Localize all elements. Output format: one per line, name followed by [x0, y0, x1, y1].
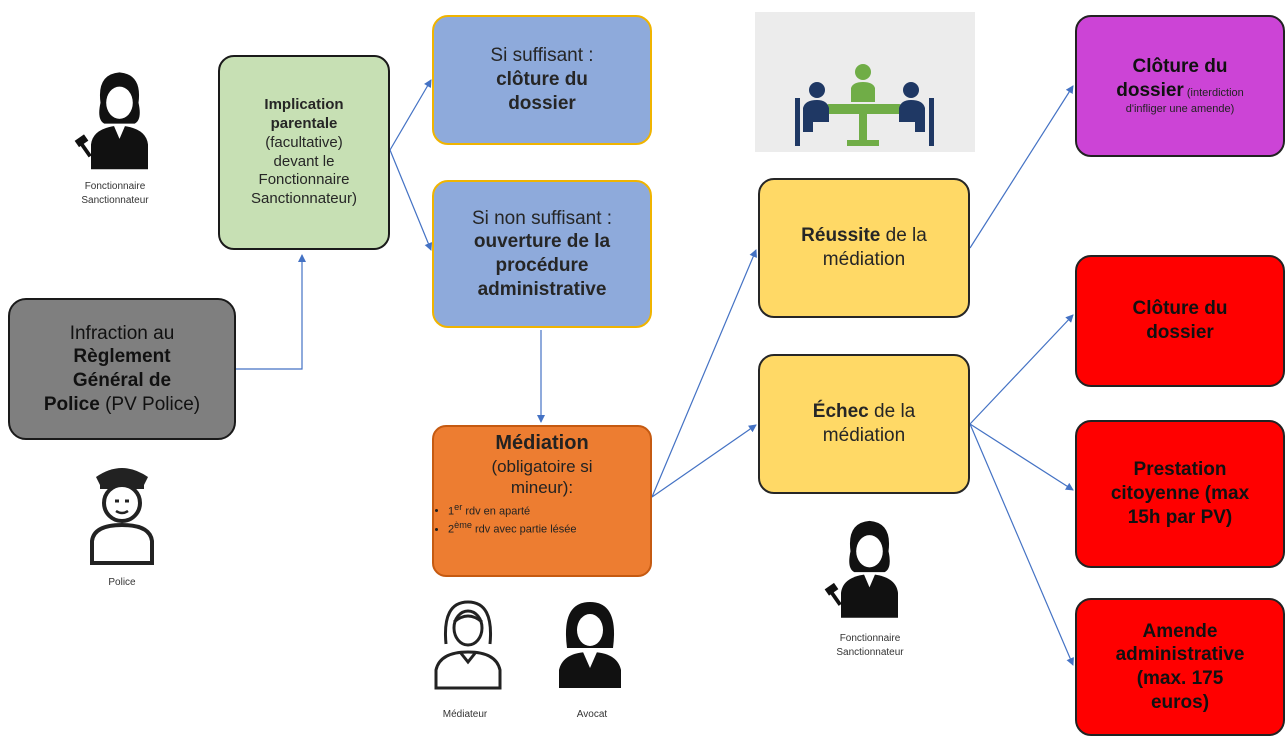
arrow-echec-to-prestation	[969, 423, 1074, 491]
infraction-box: Infraction au Règlement Général de Polic…	[8, 298, 236, 440]
cloture1-line-2-bold: dossier	[1116, 80, 1184, 102]
cloture1-line-3-small: d'infliger une amende)	[1125, 102, 1235, 115]
arrow-reussite-to-cloture	[969, 85, 1074, 249]
judge-icon	[824, 520, 898, 618]
reussite-line-1: Réussite de la	[801, 224, 927, 248]
police-officer-icon	[90, 468, 154, 565]
meeting-table-icon	[795, 64, 934, 146]
reussite-bold: Réussite	[801, 225, 881, 247]
caption-fonctionnaire-top-1: Fonctionnaire	[84, 181, 146, 192]
mediation-box: Médiation (obligatoire si mineur): 1er r…	[432, 425, 652, 577]
mediation-bullet-1: 1er rdv en aparté	[448, 502, 650, 519]
infraction-line-4: Police (PV Police)	[44, 393, 200, 417]
non-suffisant-line-4: administrative	[477, 278, 607, 300]
prestation-line-2: citoyenne (max	[1110, 483, 1250, 505]
suffisant-line-2: clôture du	[496, 69, 588, 91]
non-suffisant-line-2: ouverture de la	[473, 231, 611, 253]
infraction-line-3: Général de	[72, 370, 172, 391]
reussite-line-2: médiation	[822, 249, 906, 270]
amende-line-2: administrative	[1115, 644, 1245, 666]
implication-line-1: Implication	[264, 96, 344, 114]
implication-line-6: Sanctionnateur)	[251, 190, 357, 207]
si-suffisant-box: Si suffisant : clôture du dossier	[432, 15, 652, 145]
arrow-mediation-to-reussite	[651, 249, 757, 498]
amende-line-1: Amende	[1142, 620, 1218, 642]
cloture-dossier-box: Clôture du dossier	[1075, 255, 1285, 387]
arrow-echec-to-amende	[969, 423, 1074, 666]
arrow-implication-to-non-suffisant	[389, 149, 433, 251]
caption-fonctionnaire-bottom-2: Sanctionnateur	[836, 646, 904, 658]
mediator-woman-icon	[434, 600, 502, 690]
cloture1-line-2-small: (interdiction	[1183, 87, 1244, 100]
prestation-line-1: Prestation	[1133, 459, 1227, 481]
amende-line-4: euros)	[1150, 691, 1210, 713]
echec-line-2: médiation	[822, 425, 906, 446]
echec-rest: de la	[868, 401, 916, 423]
infraction-line-2: Règlement	[73, 346, 171, 368]
judge-icon	[74, 72, 148, 170]
reussite-rest: de la	[880, 225, 927, 247]
arrow-implication-to-suffisant	[389, 79, 432, 151]
implication-line-5: Fonctionnaire	[258, 171, 350, 189]
cloture1-line-1: Clôture du	[1132, 56, 1228, 78]
amende-administrative-box: Amende administrative (max. 175 euros)	[1075, 598, 1285, 736]
mediation-line-2: (obligatoire si	[491, 457, 593, 476]
si-non-suffisant-box: Si non suffisant : ouverture de la procé…	[432, 180, 652, 328]
caption-avocat: Avocat	[576, 709, 608, 720]
infraction-line-4-bold: Police	[43, 393, 100, 415]
infraction-line-1: Infraction au	[69, 322, 175, 344]
prestation-citoyenne-box: Prestation citoyenne (max 15h par PV)	[1075, 420, 1285, 568]
echec-bold: Échec	[812, 401, 869, 423]
mediation-line-3: mineur):	[510, 478, 574, 498]
prestation-line-3: 15h par PV)	[1127, 506, 1233, 528]
arrow-mediation-to-echec	[651, 424, 757, 498]
suffisant-line-1: Si suffisant :	[490, 45, 594, 67]
non-suffisant-line-3: procédure	[495, 255, 589, 276]
implication-line-3: (facultative)	[265, 133, 343, 151]
echec-line-1: Échec de la	[813, 400, 915, 424]
suffisant-line-3: dossier	[508, 92, 576, 114]
cloture1-line-2: dossier (interdiction	[1116, 79, 1244, 103]
echec-box: Échec de la médiation	[758, 354, 970, 494]
non-suffisant-line-1: Si non suffisant :	[471, 207, 613, 229]
caption-police: Police	[108, 577, 136, 588]
infraction-line-4-rest: (PV Police)	[99, 393, 201, 415]
mediation-bullet-list: 1er rdv en aparté 2ème rdv avec partie l…	[434, 501, 650, 539]
caption-fonctionnaire-top-2: Sanctionnateur	[81, 194, 149, 206]
cloture2-line-1: Clôture du	[1132, 298, 1228, 320]
arrow-infraction-to-implication	[236, 254, 306, 370]
implication-parentale-box: Implication parentale (facultative) deva…	[218, 55, 390, 250]
cloture2-line-2: dossier	[1146, 322, 1214, 343]
amende-line-3: (max. 175	[1136, 668, 1224, 689]
mediation-title: Médiation	[495, 432, 589, 454]
caption-fonctionnaire-bottom-1: Fonctionnaire	[839, 633, 901, 644]
implication-line-4: devant le	[273, 152, 335, 170]
implication-line-2: parentale	[270, 115, 338, 132]
cloture-dossier-interdiction-box: Clôture du dossier (interdiction d'infli…	[1075, 15, 1285, 157]
mediation-bullet-2: 2ème rdv avec partie lésée	[448, 520, 650, 537]
reussite-box: Réussite de la médiation	[758, 178, 970, 318]
arrow-echec-to-cloture	[969, 314, 1074, 425]
meeting-illustration-panel	[755, 12, 975, 152]
lawyer-icon	[559, 602, 621, 688]
caption-mediateur: Médiateur	[442, 709, 488, 720]
